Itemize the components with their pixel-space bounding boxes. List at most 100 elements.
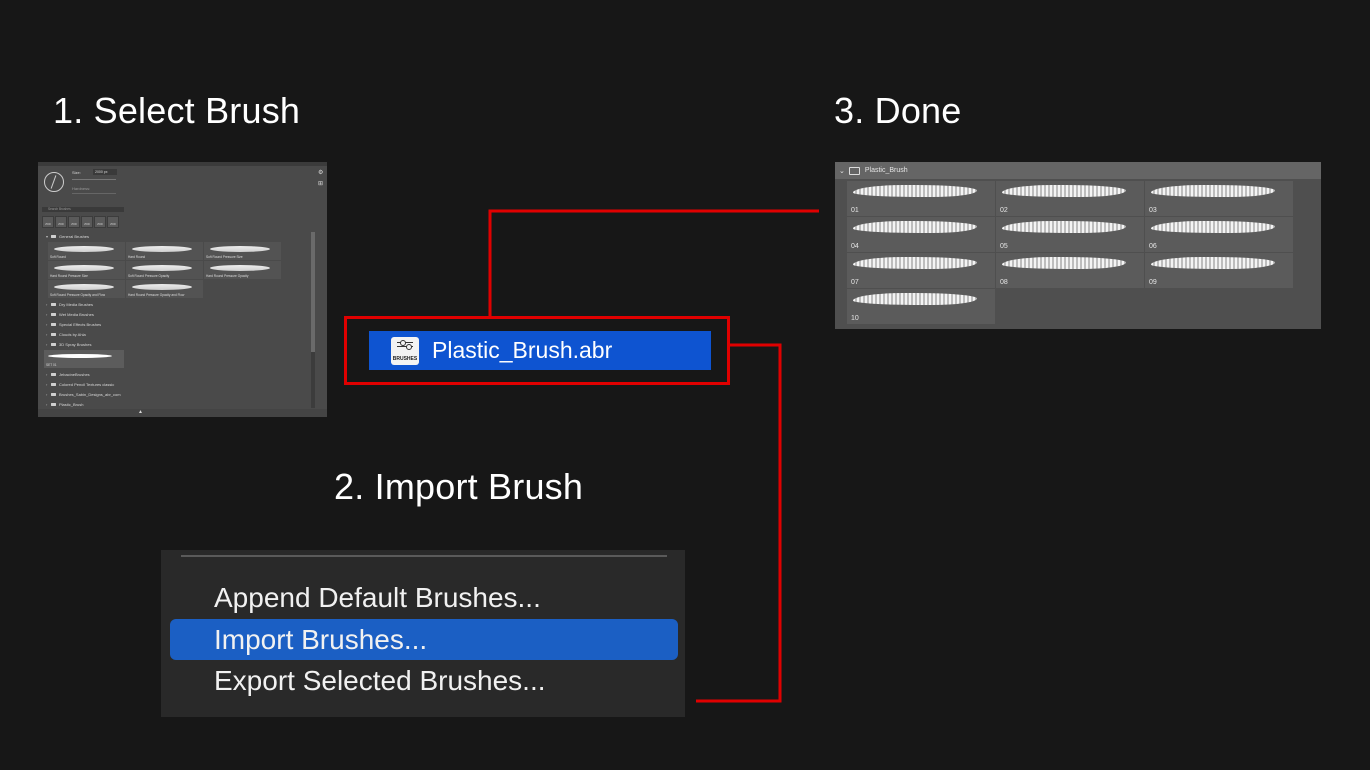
size-label: Size: (72, 170, 81, 175)
brush-stroke-preview (210, 265, 270, 271)
brush-tip[interactable]: 10 (847, 289, 995, 324)
brush-tip[interactable]: 01 (847, 181, 995, 216)
brush-preset[interactable]: 2500 (94, 216, 106, 228)
chevron-down-icon: ⌄ (839, 167, 845, 175)
brush-name: Hard Round Pressure Opacity and Flow (128, 293, 185, 297)
brush-folder[interactable]: ›Special Effects Brushes (42, 320, 310, 330)
folder-label: 3D Spray Brushes (59, 342, 92, 347)
folder-icon (848, 166, 860, 175)
file-icon-caption: BRUSHES (392, 355, 418, 362)
brush-preset[interactable]: 2500 (55, 216, 67, 228)
brush-folder[interactable]: ›Clouds by Ahla (42, 330, 310, 340)
folder-label: Dry Media Brushes (59, 302, 94, 307)
chevron-right-icon: › (46, 372, 48, 377)
brush-tip[interactable]: 07 (847, 253, 995, 288)
brush-tip-number: 05 (1000, 243, 1008, 250)
brush-stroke-preview (48, 354, 112, 358)
size-slider[interactable] (72, 179, 116, 180)
new-brush-icon[interactable]: ⊞ (318, 181, 324, 187)
hardness-slider[interactable] (72, 193, 116, 194)
brush-tip-number: 10 (851, 315, 859, 322)
brush-tile[interactable]: Hard Round Pressure Opacity and Flow (126, 280, 203, 298)
brush-tip-number: 02 (1000, 207, 1008, 214)
brush-tile[interactable]: Soft Round Pressure Opacity (126, 261, 203, 279)
folder-icon (51, 333, 56, 337)
brush-tip[interactable]: 03 (1145, 181, 1293, 216)
chevron-right-icon: › (46, 302, 48, 307)
brush-folder[interactable]: ›Colored Pencil Textures classic (42, 380, 310, 390)
folder-label: Wet Media Brushes (59, 312, 94, 317)
menu-item-import-brushes[interactable]: Import Brushes... (170, 619, 678, 660)
brush-tip[interactable]: 02 (996, 181, 1144, 216)
folder-icon (51, 403, 56, 407)
chevron-right-icon: › (46, 392, 48, 397)
brush-stroke-preview (853, 293, 977, 305)
folder-icon (51, 343, 56, 347)
brush-stroke-preview (210, 246, 270, 252)
folder-plastic-brush[interactable]: ⌄ Plastic_Brush (835, 162, 1321, 179)
brush-tile[interactable]: Hard Round Pressure Size (48, 261, 125, 279)
brush-folder[interactable]: › 3D Spray Brushes (42, 340, 310, 350)
folder-label: Plastic_Brush (59, 402, 84, 407)
folder-icon (51, 383, 56, 387)
brush-folder[interactable]: ›Plastic_Brush (42, 400, 310, 410)
brush-tip[interactable]: 06 (1145, 217, 1293, 252)
hardness-label: Hardness: (72, 186, 91, 191)
folder-general-brushes[interactable]: ▾General Brushes (42, 232, 310, 242)
brush-tip[interactable]: 04 (847, 217, 995, 252)
brush-tip[interactable]: 09 (1145, 253, 1293, 288)
brush-angle-dial[interactable] (44, 172, 64, 192)
brush-preset[interactable]: 2500 (42, 216, 54, 228)
search-brushes-input[interactable]: Search Brushes (42, 207, 124, 212)
size-value-field[interactable]: 2000 px (93, 169, 117, 175)
brush-stroke-preview (853, 185, 977, 197)
chevron-right-icon: › (46, 342, 48, 347)
triangle-up-icon[interactable]: ▲ (138, 409, 143, 415)
brush-tile[interactable]: Soft Round Pressure Opacity and Flow (48, 280, 125, 298)
brush-tip[interactable]: 05 (996, 217, 1144, 252)
brush-stroke-preview (1151, 257, 1275, 269)
brush-name: Soft Round (50, 255, 66, 259)
brush-tip-number: 01 (851, 207, 859, 214)
menu-item-append-default-brushes[interactable]: Append Default Brushes... (214, 582, 541, 613)
brush-tile[interactable]: Hard Round Pressure Opacity (204, 261, 281, 279)
brush-name: Hard Round Pressure Size (50, 274, 88, 278)
brush-folder[interactable]: ›Brushes_Sabin_Designs_abr_com (42, 390, 310, 400)
folder-icon (51, 303, 56, 307)
brush-tip[interactable]: 08 (996, 253, 1144, 288)
brush-preset[interactable]: 2500 (68, 216, 80, 228)
brush-set-01[interactable]: SET 01 (44, 350, 124, 368)
panel-bottom-bar: ▲ (38, 409, 327, 417)
brush-stroke-preview (853, 257, 977, 269)
brush-stroke-preview (1002, 221, 1126, 233)
brush-stroke-preview (54, 284, 114, 290)
brush-folder[interactable]: ›JebacineBrushes (42, 370, 310, 380)
brush-stroke-preview (1002, 185, 1126, 197)
chevron-right-icon: › (46, 312, 48, 317)
chevron-right-icon: › (46, 332, 48, 337)
brush-name: Soft Round Pressure Opacity and Flow (50, 293, 106, 297)
folder-label: Plastic_Brush (864, 167, 908, 174)
brush-file[interactable]: BRUSHES Plastic_Brush.abr (369, 331, 711, 370)
connector-menu-to-file (696, 343, 782, 703)
brush-stroke-preview (132, 284, 192, 290)
folder-label: Colored Pencil Textures classic (59, 382, 115, 387)
gear-icon[interactable]: ⚙ (318, 170, 324, 176)
menu-separator (181, 555, 667, 557)
panel-scrollbar[interactable] (311, 232, 315, 408)
brushes-file-icon: BRUSHES (391, 336, 419, 365)
brush-tile[interactable]: Soft Round Pressure Size (204, 242, 281, 260)
brush-name: Hard Round Pressure Opacity (206, 274, 249, 278)
folder-icon (51, 393, 56, 397)
folder-icon (51, 313, 56, 317)
brush-folder[interactable]: › Dry Media Brushes (42, 300, 310, 310)
menu-item-export-selected-brushes[interactable]: Export Selected Brushes... (214, 665, 546, 696)
brush-preset[interactable]: 2500 (81, 216, 93, 228)
brush-tile[interactable]: Soft Round (48, 242, 125, 260)
brush-preset[interactable]: 2500 (107, 216, 119, 228)
brush-tile[interactable]: Hard Round (126, 242, 203, 260)
brush-folder[interactable]: › Wet Media Brushes (42, 310, 310, 320)
